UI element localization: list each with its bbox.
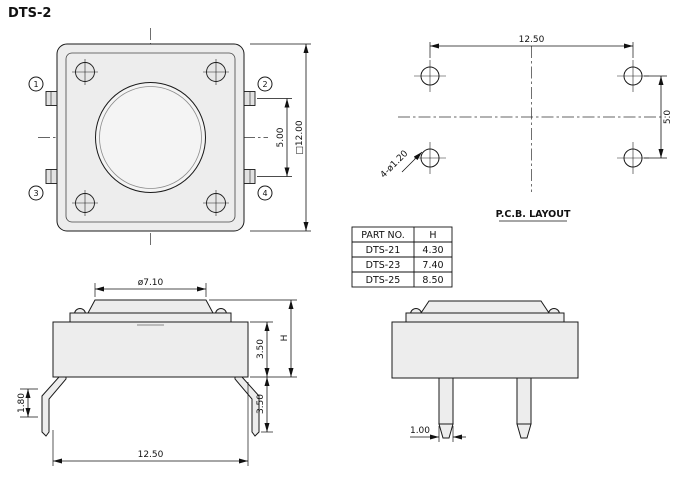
dimension-overall-height: H bbox=[209, 299, 297, 378]
page-title: DTS-2 bbox=[8, 6, 51, 21]
switch-base bbox=[52, 321, 249, 378]
corner-posts bbox=[72, 59, 229, 216]
table-cell-part: DTS-25 bbox=[366, 275, 401, 286]
table-cell-h: 4.30 bbox=[422, 245, 443, 256]
dimension-hole-span-horizontal: 12.50 bbox=[429, 35, 634, 58]
switch-base bbox=[391, 321, 579, 379]
table-header-part: PART NO. bbox=[361, 230, 405, 241]
dimension-hole-span-vertical: 5.0 bbox=[644, 75, 673, 159]
cover-plate bbox=[405, 312, 565, 323]
terminal-callout-3: 3 bbox=[28, 185, 44, 201]
terminal-number: 4 bbox=[262, 189, 267, 198]
table-cell-h: 8.50 bbox=[422, 275, 443, 286]
button-circle bbox=[95, 82, 206, 193]
dim-label: 3.50 bbox=[256, 339, 266, 359]
table-cell-h: 7.40 bbox=[422, 260, 443, 271]
dim-label: H bbox=[280, 335, 290, 342]
side-pins bbox=[45, 91, 256, 184]
dimension-button-diameter: ø7.10 bbox=[94, 278, 207, 297]
pcb-layout-view: 12.50 5.0 4-ø1.20 P.C.B. LAYOUT bbox=[379, 35, 673, 222]
top-view: 1 2 3 4 5.00 □12.00 bbox=[28, 28, 311, 247]
dimension-lead-length: 3.50 bbox=[256, 377, 273, 433]
lead-left bbox=[41, 376, 67, 437]
callout-label: 4-ø1.20 bbox=[379, 149, 411, 181]
lead-right bbox=[234, 376, 260, 437]
terminal-number: 3 bbox=[33, 189, 38, 198]
dimension-lead-bend: 1.80 bbox=[17, 388, 38, 418]
dim-label: ø7.10 bbox=[138, 278, 164, 288]
dimension-pin-spacing: 5.00 bbox=[257, 98, 292, 177]
terminal-callout-4: 4 bbox=[257, 185, 273, 201]
hole-diameter-callout: 4-ø1.20 bbox=[379, 149, 423, 181]
table-header-h: H bbox=[429, 230, 436, 241]
cover-plate bbox=[69, 312, 232, 323]
dim-label: 3.50 bbox=[256, 394, 266, 414]
spec-table: PART NO. H DTS-21 4.30 DTS-23 7.40 DTS-2… bbox=[351, 226, 453, 288]
dimension-body-width: 12.50 bbox=[52, 382, 249, 466]
dim-label: 5.00 bbox=[276, 127, 286, 147]
button-cap bbox=[420, 300, 550, 314]
dim-label: 12.50 bbox=[519, 35, 545, 45]
terminal-number: 2 bbox=[262, 80, 267, 89]
table-cell-part: DTS-21 bbox=[366, 245, 401, 256]
front-view: ø7.10 H 3.50 3.50 1.80 bbox=[17, 278, 297, 466]
pcb-caption: P.C.B. LAYOUT bbox=[496, 209, 571, 222]
table-cell-part: DTS-23 bbox=[366, 260, 401, 271]
through-hole-pins bbox=[438, 377, 532, 439]
terminal-callout-2: 2 bbox=[257, 76, 273, 92]
mounting-holes bbox=[414, 60, 649, 174]
body-inner-edge bbox=[65, 52, 236, 223]
terminal-number: 1 bbox=[33, 80, 38, 89]
side-view: 1.00 bbox=[391, 300, 579, 442]
dim-label: 1.80 bbox=[17, 393, 27, 413]
button-inner-edge bbox=[99, 86, 202, 189]
caption-label: P.C.B. LAYOUT bbox=[496, 209, 571, 220]
dim-label: 1.00 bbox=[410, 426, 430, 436]
dim-label: 5.0 bbox=[663, 110, 673, 125]
terminal-callout-1: 1 bbox=[28, 76, 44, 92]
dimension-body-height: 3.50 bbox=[250, 321, 273, 377]
dimension-pin-width: 1.00 bbox=[410, 426, 466, 442]
dimension-body-square: □12.00 bbox=[250, 43, 311, 232]
button-cap bbox=[87, 299, 214, 314]
dim-label: □12.00 bbox=[295, 120, 305, 155]
dim-label: 12.50 bbox=[138, 450, 164, 460]
